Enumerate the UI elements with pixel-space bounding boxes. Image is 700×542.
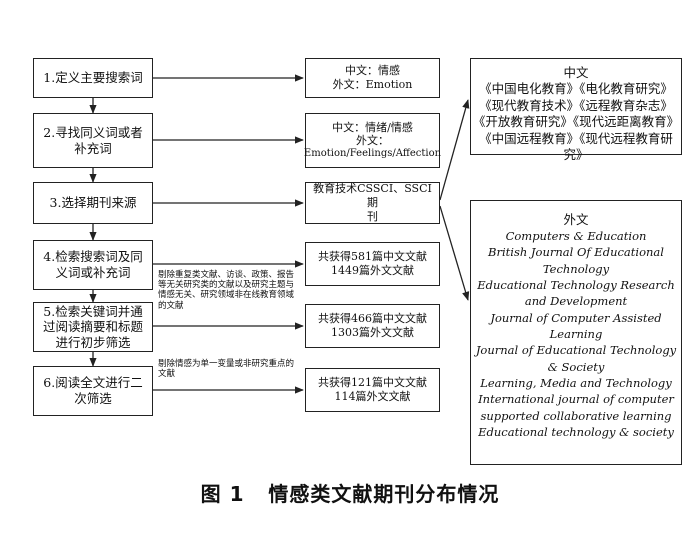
result-3-line-2: 刊 [367,209,378,223]
step-5-label: 5.检索关键词并通过阅读摘要和标题进行初步筛选 [42,303,143,350]
result-1-line-1: 中文：情感 [345,64,400,78]
result-1-line-2: 外文：Emotion [332,78,413,91]
result-4-line-2: 1449篇外文文献 [331,264,414,277]
result-6-box: 共获得121篇中文文献 114篇外文文献 [305,368,440,412]
foreign-journal-line: Computers & Education [505,229,647,243]
result-3-line-1: 教育技术CSSCI、SSCI期 [313,182,432,210]
result-5-line-1: 共获得466篇中文文献 [318,312,427,326]
foreign-journal-line: supported collaborative learning [480,408,672,423]
step-4-box: 4.检索搜索词及同义词或补充词 [33,240,153,290]
result-2-line-2: 外文： [356,134,389,148]
foreign-journal-line: International journal of computer [478,392,674,407]
foreign-journal-line: British Journal Of Educational [488,245,664,260]
step-6-label: 6.阅读全文进行二次筛选 [43,375,143,406]
chinese-journal-line: 《中国远程教育》《现代远程教育研究》 [479,130,673,163]
result-6-line-1: 共获得121篇中文文献 [318,376,427,390]
result-4-box: 共获得581篇中文文献 1449篇外文文献 [305,242,440,286]
foreign-journal-line: Journal of Educational Technology [475,343,677,358]
chinese-journal-line: 《开放教育研究》《现代远距离教育》 [472,114,680,129]
step-3-label: 3.选择期刊来源 [49,195,137,211]
foreign-journal-line: Learning, Media and Technology [480,375,672,390]
exclusion-note-1: 剔除重复类文献、访谈、政策、报告等无关研究类的文献以及研究主题与情感无关、研究领… [158,270,295,311]
foreign-journal-line: Educational Technology Research [477,277,675,292]
foreign-journal-line: & Society [547,359,605,374]
foreign-journal-line: Technology [542,261,610,276]
foreign-journal-line: Journal of Computer Assisted [490,310,662,325]
step-1-label: 1.定义主要搜索词 [43,70,143,86]
foreign-journals-heading: 外文 [563,212,589,227]
foreign-journals-box: 外文 Computers & Education British Journal… [470,200,682,465]
foreign-journal-line: Learning [549,326,603,341]
chinese-journal-line: 《现代教育技术》《远程教育杂志》 [479,97,673,113]
result-2-line-1: 中文：情绪/情感 [332,120,413,134]
step-4-label: 4.检索搜索词及同义词或补充词 [43,249,143,280]
foreign-journal-line: Educational technology & society [478,424,674,439]
result-3-box: 教育技术CSSCI、SSCI期 刊 [305,182,440,224]
step-2-box: 2.寻找同义词或者补充词 [33,113,153,168]
result-6-line-2: 114篇外文文献 [334,390,411,403]
exclusion-note-2: 剔除情感为单一变量或非研究重点的文献 [158,359,295,380]
foreign-journal-line: and Development [524,294,628,309]
result-1-box: 中文：情感 外文：Emotion [305,58,440,98]
step-2-label: 2.寻找同义词或者补充词 [43,124,143,156]
result-4-line-1: 共获得581篇中文文献 [318,250,427,264]
chinese-journal-line: 《中国电化教育》《电化教育研究》 [479,81,673,96]
step-1-box: 1.定义主要搜索词 [33,58,153,98]
result-2-box: 中文：情绪/情感 外文： Emotion/Feelings/Affection [303,113,442,168]
step-3-box: 3.选择期刊来源 [33,182,153,224]
step-6-box: 6.阅读全文进行二次筛选 [33,366,153,416]
arrow-to-foreign-journals [439,205,470,301]
result-5-line-2: 1303篇外文文献 [331,326,414,339]
chinese-journals-heading: 中文 [563,65,589,80]
chinese-journals-box: 中文 《中国电化教育》《电化教育研究》 《现代教育技术》《远程教育杂志》 《开放… [470,58,682,162]
arrow-to-chinese-journals [439,99,470,201]
result-2-line-3: Emotion/Feelings/Affection [303,148,442,159]
figure-caption: 图 1 情感类文献期刊分布情况 [200,482,500,506]
result-5-box: 共获得466篇中文文献 1303篇外文文献 [305,304,440,348]
step-5-box: 5.检索关键词并通过阅读摘要和标题进行初步筛选 [33,302,153,352]
